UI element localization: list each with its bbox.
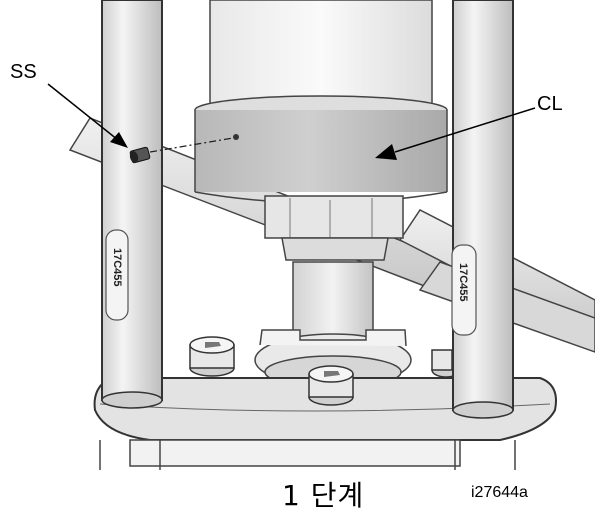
tie-post-left: 17C455 xyxy=(101,0,163,409)
callout-arrow-ss xyxy=(47,83,128,148)
bolt-left xyxy=(189,336,235,377)
base-plate xyxy=(93,377,557,467)
tie-post-right: 17C455 xyxy=(451,0,514,419)
set-screw xyxy=(129,146,151,164)
post-marking-right: 17C455 xyxy=(457,263,469,302)
set-screw-hole xyxy=(233,134,239,140)
post-marking-left: 17C455 xyxy=(111,248,123,287)
callout-arrow-cl xyxy=(375,107,536,160)
image-id: i27644a xyxy=(471,484,528,501)
alignment-line xyxy=(149,137,234,153)
bolt-center xyxy=(308,365,354,406)
base-legs xyxy=(99,440,516,470)
step-caption: 1 단계 xyxy=(282,479,365,512)
callout-label-ss: SS xyxy=(10,61,37,83)
callout-label-cl: CL xyxy=(537,93,563,115)
gland-nut xyxy=(264,195,404,261)
collar xyxy=(194,95,448,204)
